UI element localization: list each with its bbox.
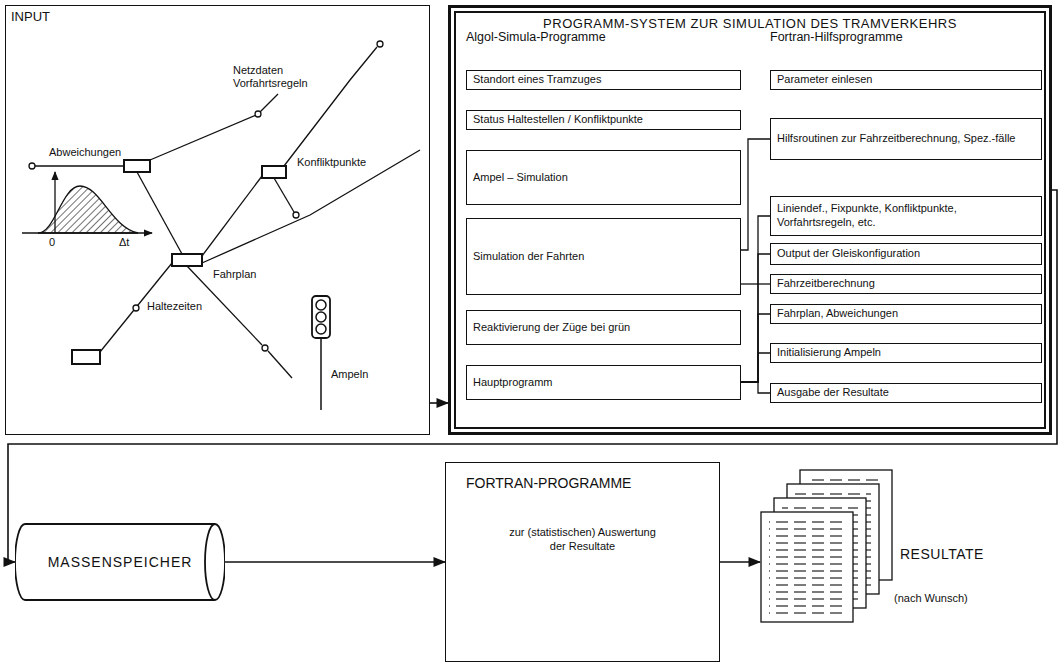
process-box: Simulation der Fahrten bbox=[466, 218, 741, 295]
illustration-stroke bbox=[22, 232, 152, 233]
illustration-stroke bbox=[316, 324, 326, 334]
subroutine-box: Parameter einlesen bbox=[770, 70, 1042, 90]
subroutine-box: Output der Gleiskonfiguration bbox=[770, 243, 1042, 265]
box-heading: FORTRAN-PROGRAMME bbox=[446, 463, 719, 491]
box-heading: MASSENSPEICHER bbox=[48, 554, 193, 570]
illustration-stroke bbox=[35, 165, 124, 166]
connector bbox=[741, 254, 770, 382]
illustration-stroke bbox=[316, 312, 326, 322]
result-stack: RESULTATE (nach Wunsch) bbox=[760, 468, 1055, 628]
program-column: Algol-Simula-ProgrammeStandort eines Tra… bbox=[458, 28, 750, 428]
map-label: Fahrplan bbox=[212, 268, 257, 281]
process-box: Reaktivierung der Züge bei grün bbox=[466, 310, 741, 345]
subroutine-box: Liniendef., Fixpunkte, Konfliktpunkte, V… bbox=[770, 196, 1042, 236]
process-box: Standort eines Tramzuges bbox=[466, 70, 741, 90]
box-heading: Fortran-Hilfsprogramme bbox=[762, 28, 1046, 46]
connector bbox=[741, 283, 770, 284]
map-label: Δt bbox=[118, 236, 130, 249]
subroutine-box: Ausgabe der Resultate bbox=[770, 383, 1042, 403]
illustration-stroke bbox=[15, 524, 225, 600]
illustration-stroke bbox=[124, 160, 150, 172]
evaluation-box: FORTRAN-PROGRAMME zur (statistischen) Aus… bbox=[445, 462, 720, 662]
program-system-box: PROGRAMM-SYSTEM ZUR SIMULATION DES TRAMV… bbox=[448, 5, 1052, 435]
illustration-stroke bbox=[293, 212, 299, 218]
illustration-stroke bbox=[172, 254, 202, 266]
illustration-stroke bbox=[205, 524, 215, 600]
process-box: Status Haltestellen / Konfliktpunkte bbox=[466, 110, 741, 130]
box-heading: Reaktivierung der Züge bei grün bbox=[473, 321, 734, 335]
illustration-stroke bbox=[268, 351, 292, 378]
illustration-stroke bbox=[38, 186, 138, 233]
map-label: Haltezeiten bbox=[146, 300, 203, 313]
illustration-stroke bbox=[29, 163, 35, 169]
box-heading: INPUT bbox=[6, 6, 55, 27]
illustration-stroke bbox=[320, 338, 322, 410]
connector bbox=[720, 561, 760, 563]
illustration-stroke bbox=[150, 115, 256, 160]
illustration-stroke bbox=[761, 512, 853, 622]
map-label: Ampeln bbox=[330, 368, 369, 381]
illustration-stroke bbox=[72, 350, 100, 364]
illustration-stroke bbox=[133, 305, 139, 311]
illustration-stroke bbox=[54, 172, 55, 233]
storage-cylinder: MASSENSPEICHER bbox=[15, 522, 225, 602]
box-heading: Ampel – Simulation bbox=[473, 171, 734, 185]
subroutine-box: Initialisierung Ampeln bbox=[770, 343, 1042, 363]
connector bbox=[741, 382, 770, 393]
illustration-stroke bbox=[377, 41, 383, 47]
box-heading: Status Haltestellen / Konfliktpunkte bbox=[473, 113, 734, 127]
map-label: Konfliktpunkte bbox=[296, 156, 367, 169]
illustration-stroke bbox=[274, 178, 294, 212]
connector bbox=[225, 561, 445, 563]
traffic-light bbox=[312, 296, 330, 410]
map-label: 0 bbox=[48, 236, 56, 249]
connector bbox=[8, 190, 1057, 562]
box-heading: PROGRAMM-SYSTEM ZUR SIMULATION DES TRAMV… bbox=[451, 8, 1049, 31]
station-rects bbox=[72, 160, 286, 364]
track-lines bbox=[35, 47, 420, 378]
process-box: Ampel – Simulation bbox=[466, 150, 741, 205]
result-pages bbox=[761, 470, 892, 622]
map-label: Netzdaten Vorfahrtsregeln bbox=[232, 64, 329, 90]
illustration-stroke bbox=[316, 300, 326, 310]
box-body: (nach Wunsch) bbox=[894, 592, 968, 604]
deviation-curve bbox=[22, 172, 152, 233]
box-heading: Algol-Simula-Programme bbox=[458, 28, 750, 46]
connector bbox=[741, 216, 770, 382]
box-heading: Fahrplan, Abweichungen bbox=[777, 307, 1035, 321]
illustration-stroke bbox=[262, 345, 268, 351]
box-body: zur (statistischen) Auswertung der Resul… bbox=[508, 525, 658, 554]
illustration-stroke bbox=[137, 172, 182, 254]
connector bbox=[741, 314, 770, 382]
box-heading: Hilfsroutinen zur Fahrzeitberechnung, Sp… bbox=[777, 132, 1035, 146]
subroutine-box: Fahrzeitberechnung bbox=[770, 274, 1042, 294]
box-heading: RESULTATE bbox=[900, 546, 984, 562]
illustration-stroke bbox=[202, 176, 262, 256]
map-label: Abweichungen bbox=[48, 146, 122, 159]
illustration-stroke bbox=[262, 166, 286, 178]
illustration-stroke bbox=[260, 94, 278, 112]
program-column: Fortran-HilfsprogrammeParameter einlesen… bbox=[762, 28, 1046, 428]
connector bbox=[741, 353, 770, 382]
illustration-stroke bbox=[769, 518, 845, 616]
stop-circles bbox=[29, 41, 383, 351]
box-heading: Output der Gleiskonfiguration bbox=[777, 247, 1035, 261]
process-box: Hauptprogramm bbox=[466, 365, 741, 400]
box-heading: Fahrzeitberechnung bbox=[777, 277, 1035, 291]
subroutine-box: Fahrplan, Abweichungen bbox=[770, 304, 1042, 324]
box-heading: Standort eines Tramzuges bbox=[473, 73, 734, 87]
subroutine-box: Hilfsroutinen zur Fahrzeitberechnung, Sp… bbox=[770, 118, 1042, 160]
box-heading: Simulation der Fahrten bbox=[473, 250, 734, 264]
illustration-stroke bbox=[255, 111, 261, 117]
box-heading: Initialisierung Ampeln bbox=[777, 346, 1035, 360]
connector bbox=[430, 402, 448, 404]
illustration-stroke bbox=[202, 150, 420, 263]
connector bbox=[741, 139, 770, 250]
box-heading: Ausgabe der Resultate bbox=[777, 386, 1035, 400]
box-heading: Liniendef., Fixpunkte, Konfliktpunkte, V… bbox=[777, 202, 1035, 230]
box-heading: Parameter einlesen bbox=[777, 73, 1035, 87]
illustration-stroke bbox=[312, 296, 330, 338]
box-heading: Hauptprogramm bbox=[473, 376, 734, 390]
